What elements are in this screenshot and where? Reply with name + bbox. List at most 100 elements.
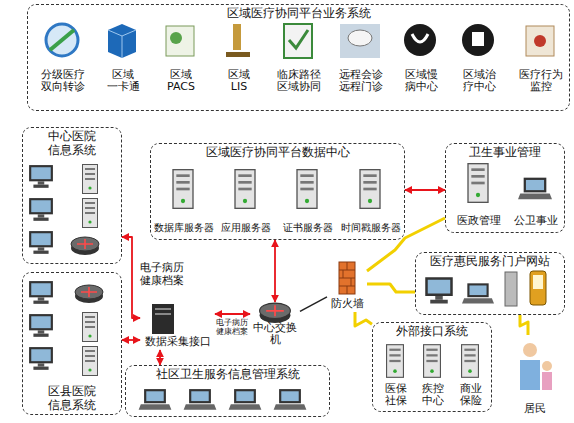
treatment-icon bbox=[462, 24, 494, 56]
node-label: 区域 PACS bbox=[153, 69, 209, 94]
node-label: 区域医疗协同平台数据中心 bbox=[205, 146, 351, 160]
switch bbox=[260, 303, 291, 323]
node-label: 社区卫生服务信息管理系统 bbox=[155, 368, 301, 382]
icon-node: 公卫事业 bbox=[511, 161, 561, 229]
node-label: 防火墙 bbox=[330, 298, 365, 311]
icon-node: 医政管理 bbox=[454, 161, 504, 229]
icon-node: 区域 PACS bbox=[153, 23, 209, 95]
node-label: 区域医疗协同平台业务系统 bbox=[226, 7, 372, 21]
node-label: 医疗行为 监控 bbox=[513, 69, 569, 94]
node-label: 疾控 中心 bbox=[415, 383, 451, 408]
computer bbox=[29, 198, 53, 221]
computer bbox=[29, 347, 53, 370]
icon-node: 临床路径 区域协同 bbox=[271, 23, 327, 95]
microscope-icon bbox=[226, 52, 250, 57]
satellite-icon bbox=[348, 30, 372, 46]
computer bbox=[425, 277, 453, 303]
node-label: 商业 保险 bbox=[453, 383, 489, 408]
icon-node: 时间戳服务器 bbox=[340, 167, 402, 235]
server bbox=[468, 164, 488, 203]
server bbox=[235, 170, 255, 209]
computer bbox=[29, 165, 53, 188]
icon-node: 数据库服务器 bbox=[153, 167, 215, 235]
connector bbox=[122, 237, 140, 318]
icon-node: 中心交换机 bbox=[250, 302, 300, 348]
icon-node: 远程会诊 远程门诊 bbox=[333, 23, 389, 95]
dashed-group-box: 医疗惠民服务门户网站 bbox=[415, 252, 565, 315]
server bbox=[297, 170, 317, 209]
icon-node: 证书服务器 bbox=[277, 167, 339, 235]
node-label: 医疗惠民服务门户网站 bbox=[429, 255, 551, 269]
server bbox=[83, 165, 98, 194]
node-label: 时间戳服务器 bbox=[340, 223, 402, 234]
dashed-group-box: 区域医疗协同平台业务系统分级医疗 双向转诊区域 一卡通区域 PACS区域 LIS… bbox=[27, 4, 570, 111]
connector bbox=[367, 284, 415, 292]
icon-node: 分级医疗 双向转诊 bbox=[35, 23, 91, 95]
connector bbox=[300, 297, 327, 312]
dashed-group-box: 区域医疗协同平台数据中心数据库服务器应用服务器证书服务器时间戳服务器 bbox=[150, 143, 405, 240]
server bbox=[424, 345, 441, 378]
laptop bbox=[229, 389, 262, 410]
icon-node: 商业 保险 bbox=[453, 339, 489, 409]
connector bbox=[122, 339, 140, 341]
icon-node: 区域 LIS bbox=[211, 23, 267, 95]
connector bbox=[520, 315, 528, 335]
acquisition-server bbox=[155, 313, 171, 315]
icon-node: 医疗行为 监控 bbox=[513, 23, 569, 95]
edge-label: 电子病历 健康档案 bbox=[212, 318, 252, 336]
dashed-group-box: 外部接口系统医保 社保疾控 中心商业 保险 bbox=[372, 322, 492, 412]
kiosk bbox=[505, 272, 517, 306]
firewall-bricks bbox=[339, 262, 355, 294]
clipboard-icon bbox=[289, 30, 308, 48]
connector bbox=[215, 313, 250, 315]
icon-node: 数据采集接口 bbox=[140, 302, 215, 350]
node-label: 医保 社保 bbox=[378, 383, 414, 408]
icon-node: 区域慢 病中心 bbox=[393, 23, 449, 95]
laptop bbox=[462, 283, 494, 303]
node-label: 临床路径 区域协同 bbox=[271, 69, 327, 94]
node-label: 外部接口系统 bbox=[395, 325, 469, 339]
icon-node: 区域治 疗中心 bbox=[451, 23, 507, 95]
laptop bbox=[518, 178, 552, 200]
icon-node: 防火墙 bbox=[327, 260, 367, 312]
icon-node: 应用服务器 bbox=[215, 167, 277, 235]
router bbox=[75, 285, 103, 303]
node-label: 区域慢 病中心 bbox=[393, 69, 449, 94]
node-label: 医政管理 bbox=[456, 215, 502, 228]
laptop bbox=[274, 389, 307, 410]
server bbox=[173, 170, 193, 209]
server bbox=[83, 347, 98, 376]
referral-icon bbox=[46, 24, 78, 56]
server bbox=[83, 199, 98, 228]
connector bbox=[405, 189, 445, 191]
dashed-group-box: 卫生事业管理医政管理公卫事业 bbox=[445, 143, 565, 233]
acquisition-server bbox=[152, 304, 174, 334]
node-label: 中心医院 信息系统 bbox=[23, 130, 121, 158]
chronic-icon bbox=[412, 34, 428, 42]
acquisition-server bbox=[155, 308, 171, 310]
dashed-group-box: 社区卫生服务信息管理系统 bbox=[125, 365, 330, 417]
phone bbox=[530, 271, 546, 305]
icon-node: 区域 一卡通 bbox=[95, 23, 151, 95]
icon-node: 医保 社保 bbox=[378, 339, 414, 409]
node-label: 数据库服务器 bbox=[153, 223, 215, 234]
edge-label: 电子病历 健康档案 bbox=[137, 262, 187, 287]
person-head bbox=[523, 343, 537, 357]
node-label: 公卫事业 bbox=[513, 215, 559, 228]
dashed-group-box: 区县医院 信息系统 bbox=[22, 272, 122, 415]
satellite-icon bbox=[340, 24, 380, 58]
node-label: 居民 bbox=[523, 403, 547, 416]
microscope-icon bbox=[233, 24, 241, 50]
child-head bbox=[542, 361, 552, 371]
node-label: 应用服务器 bbox=[220, 223, 272, 234]
pacs-icon bbox=[166, 26, 194, 56]
icon-node: 居民 bbox=[508, 335, 562, 417]
dashed-group-box: 中心医院 信息系统 bbox=[22, 127, 122, 264]
node-label: 卫生事业管理 bbox=[468, 146, 542, 160]
connector bbox=[159, 350, 161, 365]
card-icon bbox=[108, 30, 136, 58]
monitor-icon bbox=[526, 26, 554, 56]
connector bbox=[274, 240, 276, 302]
node-label: 证书服务器 bbox=[282, 223, 334, 234]
monitor-icon bbox=[534, 35, 546, 47]
